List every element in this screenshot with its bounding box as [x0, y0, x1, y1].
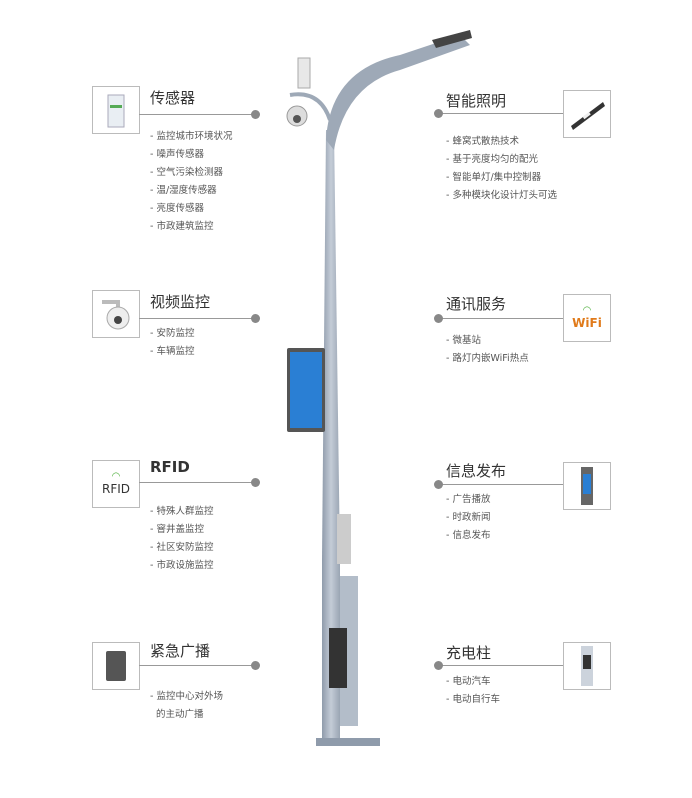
connector-dot — [251, 661, 260, 670]
list-item: 电动自行车 — [446, 691, 500, 709]
charger-icon — [581, 646, 593, 686]
comm-title: 通讯服务 — [446, 295, 507, 313]
video-title: 视频监控 — [150, 293, 211, 311]
info-list: 广告播放时政新闻信息发布 — [446, 491, 490, 545]
sensor-list: 监控城市环境状况噪声传感器空气污染检测器温/湿度传感器亮度传感器市政建筑监控 — [150, 128, 232, 236]
connector-line — [139, 318, 257, 319]
list-item: 车辆监控 — [150, 343, 194, 361]
connector-line — [440, 318, 563, 319]
rfid-title: RFID — [150, 458, 190, 476]
rfid-icon-box: ◠RFID — [92, 460, 140, 508]
wifi-signal-icon: ◠ — [111, 471, 121, 482]
camera-icon — [102, 300, 130, 330]
list-item: 监控城市环境状况 — [150, 128, 232, 146]
connector-dot — [251, 110, 260, 119]
connector-dot — [251, 478, 260, 487]
list-item: 路灯内嵌WiFi热点 — [446, 350, 528, 368]
lamp-icon-box — [563, 90, 611, 138]
connector-dot — [434, 480, 443, 489]
list-item: 市政建筑监控 — [150, 218, 232, 236]
wifi-icon: WiFi — [572, 316, 602, 330]
list-item: 时政新闻 — [446, 509, 490, 527]
connector-line — [440, 113, 563, 114]
list-item: 温/湿度传感器 — [150, 182, 232, 200]
list-item: 的主动广播 — [156, 709, 204, 720]
speaker-icon-box — [92, 642, 140, 690]
rfid-icon: RFID — [101, 482, 131, 496]
display-icon — [581, 467, 593, 505]
list-item: 广告播放 — [446, 491, 490, 509]
list-item: 社区安防监控 — [150, 539, 213, 557]
sensor-icon-box — [92, 86, 140, 134]
connector-line — [440, 665, 563, 666]
list-item: 安防监控 — [150, 325, 194, 343]
list-item: 微基站 — [446, 332, 529, 350]
connector-dot — [434, 314, 443, 323]
list-item: 特殊人群监控 — [150, 503, 213, 521]
connector-dot — [434, 661, 443, 670]
lamp-icon — [571, 102, 605, 130]
broadcast-title: 紧急广播 — [150, 642, 211, 660]
rfid-list: 特殊人群监控窨井盖监控社区安防监控市政设施监控 — [150, 503, 213, 575]
sensor-title: 传感器 — [150, 89, 196, 107]
charging-title: 充电柱 — [446, 644, 492, 662]
list-item: 基于亮度均匀的配光 — [446, 151, 557, 169]
list-item: 噪声传感器 — [150, 146, 232, 164]
comm-list: 微基站路灯内嵌WiFi热点 — [446, 332, 529, 368]
list-item: 智能单灯/集中控制器 — [446, 169, 557, 187]
list-item: 电动汽车 — [446, 673, 500, 691]
list-item: 市政设施监控 — [150, 557, 213, 575]
connector-dot — [434, 109, 443, 118]
lighting-title: 智能照明 — [446, 92, 507, 110]
charger-icon-box — [563, 642, 611, 690]
list-item: 蜂窝式散热技术 — [446, 133, 557, 151]
connector-line — [139, 114, 257, 115]
video-list: 安防监控车辆监控 — [150, 325, 194, 361]
list-item: 空气污染检测器 — [150, 164, 232, 182]
list-item: 信息发布 — [446, 527, 490, 545]
sensor-icon — [107, 94, 125, 128]
wifi-signal-icon: ◠ — [582, 305, 592, 316]
speaker-icon — [106, 651, 126, 681]
camera-icon-box — [92, 290, 140, 338]
list-item: 多种模块化设计灯头可选 — [446, 187, 557, 205]
list-item: 亮度传感器 — [150, 200, 232, 218]
list-item: 窨井盖监控 — [150, 521, 213, 539]
info-title: 信息发布 — [446, 462, 507, 480]
connector-line — [139, 482, 257, 483]
wifi-icon-box: ◠WiFi — [563, 294, 611, 342]
charging-list: 电动汽车电动自行车 — [446, 673, 500, 709]
connector-dot — [251, 314, 260, 323]
connector-line — [440, 484, 563, 485]
lighting-list: 蜂窝式散热技术基于亮度均匀的配光智能单灯/集中控制器多种模块化设计灯头可选 — [446, 133, 557, 205]
display-icon-box — [563, 462, 611, 510]
list-item: 监控中心对外场 — [150, 688, 223, 706]
connector-line — [139, 665, 257, 666]
